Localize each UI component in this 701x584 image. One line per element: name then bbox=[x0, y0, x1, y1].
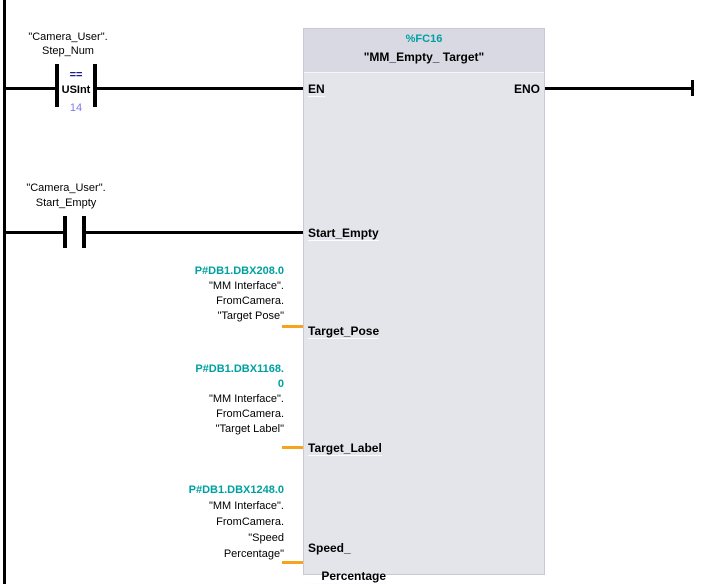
operand-line[interactable]: "Target Label" bbox=[215, 423, 284, 435]
pin-target-label: Target_Label bbox=[308, 441, 382, 456]
eno-wire bbox=[545, 87, 693, 90]
power-rail bbox=[3, 0, 6, 584]
rung2-wire-left bbox=[3, 231, 63, 234]
operand-line[interactable]: "Camera_User". bbox=[28, 31, 108, 43]
fc-block-title[interactable]: "MM_Empty_ Target" bbox=[363, 50, 485, 64]
eno-end-tick bbox=[691, 80, 694, 96]
operand-line[interactable]: FromCamera. bbox=[216, 516, 284, 528]
operand-pointer-address[interactable]: P#DB1.DBX1248.0 bbox=[188, 484, 284, 496]
operand-pointer-address[interactable]: P#DB1.DBX208.0 bbox=[194, 265, 284, 277]
target-pose-connection-stub bbox=[282, 325, 303, 328]
rung1-wire-left bbox=[3, 87, 55, 90]
fc-block[interactable]: %FC16 "MM_Empty_ Target" EN ENO Start_Em… bbox=[303, 28, 545, 584]
operand-line[interactable]: "Speed bbox=[248, 532, 284, 544]
pin-start-empty: Start_Empty bbox=[308, 226, 379, 241]
rung1-contact-operand[interactable]: "Camera_User". Step_Num bbox=[6, 30, 130, 58]
pin-eno: ENO bbox=[513, 82, 540, 96]
operand-line[interactable]: "Camera_User". bbox=[26, 182, 106, 194]
pin-en: EN bbox=[308, 82, 325, 97]
operand-line[interactable]: FromCamera. bbox=[216, 408, 284, 420]
compare-contact-right-bar[interactable] bbox=[93, 64, 97, 107]
speed-percentage-connection-stub bbox=[282, 561, 303, 564]
compare-contact-left-bar[interactable] bbox=[55, 64, 59, 107]
pin-speed-percentage: Speed_ Percentage bbox=[308, 541, 387, 584]
operand-line[interactable]: "Target Pose" bbox=[217, 310, 284, 322]
operand-line[interactable]: FromCamera. bbox=[216, 295, 284, 307]
operand-line[interactable]: "MM Interface". bbox=[208, 280, 284, 292]
compare-value[interactable]: 14 bbox=[69, 102, 83, 114]
pin-target-pose: Target_Pose bbox=[308, 324, 380, 339]
operand-group-target-label[interactable]: P#DB1.DBX1168. 0 "MM Interface". FromCam… bbox=[114, 362, 284, 437]
no-contact-left-bar[interactable] bbox=[63, 216, 67, 248]
operand-line[interactable]: Step_Num bbox=[42, 45, 94, 57]
operand-line[interactable]: "MM Interface". bbox=[208, 500, 284, 512]
fc-block-header bbox=[304, 29, 544, 73]
operand-line[interactable]: Percentage" bbox=[223, 548, 284, 560]
compare-data-type[interactable]: USInt bbox=[61, 84, 91, 96]
rung2-wire-right bbox=[86, 231, 303, 234]
compare-operator[interactable]: == bbox=[69, 69, 83, 81]
operand-pointer-address-wrap[interactable]: 0 bbox=[277, 378, 284, 390]
operand-group-speed-percentage[interactable]: P#DB1.DBX1248.0 "MM Interface". FromCame… bbox=[114, 482, 284, 562]
operand-line[interactable]: Start_Empty bbox=[35, 197, 97, 209]
operand-pointer-address[interactable]: P#DB1.DBX1168. bbox=[195, 363, 284, 375]
no-contact-right-bar[interactable] bbox=[82, 216, 86, 248]
rung1-wire-right bbox=[97, 87, 303, 90]
operand-line[interactable]: "MM Interface". bbox=[208, 393, 284, 405]
fc-block-address[interactable]: %FC16 bbox=[405, 33, 443, 45]
target-label-connection-stub bbox=[282, 446, 303, 449]
operand-group-target-pose[interactable]: P#DB1.DBX208.0 "MM Interface". FromCamer… bbox=[114, 264, 284, 324]
rung2-contact-operand[interactable]: "Camera_User". Start_Empty bbox=[6, 181, 126, 211]
